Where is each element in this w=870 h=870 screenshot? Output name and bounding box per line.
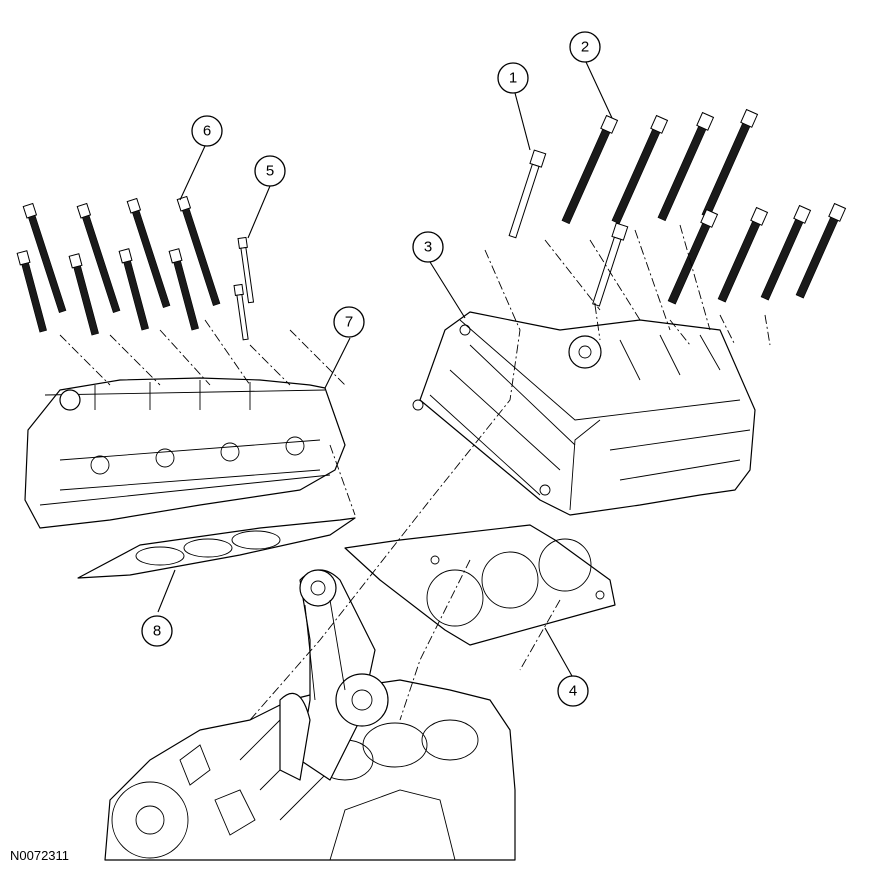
callout-4: 4 xyxy=(557,675,589,707)
cylinder-head-right xyxy=(412,311,756,516)
callout-5-label: 5 xyxy=(266,163,274,180)
callout-6: 6 xyxy=(191,115,223,147)
callout-7: 7 xyxy=(333,306,365,338)
bolt-set-right-heads xyxy=(561,108,847,305)
bolt-small-right xyxy=(508,149,629,307)
callout-2: 2 xyxy=(569,31,601,63)
alignment-lines xyxy=(59,224,771,721)
callout-8: 8 xyxy=(141,615,173,647)
cylinder-head-gasket-left xyxy=(77,517,356,579)
callout-4-label: 4 xyxy=(569,683,577,700)
callout-leaders xyxy=(157,61,613,677)
cylinder-head-left xyxy=(24,377,346,529)
callout-8-label: 8 xyxy=(153,623,161,640)
engine-block xyxy=(104,679,516,861)
bolt-small-left xyxy=(233,236,255,341)
cylinder-head-gasket-right xyxy=(344,524,616,646)
callout-7-label: 7 xyxy=(345,314,353,331)
callout-1-label: 1 xyxy=(509,70,517,87)
callout-2-label: 2 xyxy=(581,39,589,56)
timing-chain-assembly xyxy=(279,569,389,781)
bolt-set-left-heads xyxy=(16,195,221,336)
callout-3-label: 3 xyxy=(424,239,432,256)
callout-5: 5 xyxy=(254,155,286,187)
callout-1: 1 xyxy=(497,62,529,94)
callout-3: 3 xyxy=(412,231,444,263)
figure-reference-id: N0072311 xyxy=(10,848,70,863)
callout-6-label: 6 xyxy=(203,123,211,140)
